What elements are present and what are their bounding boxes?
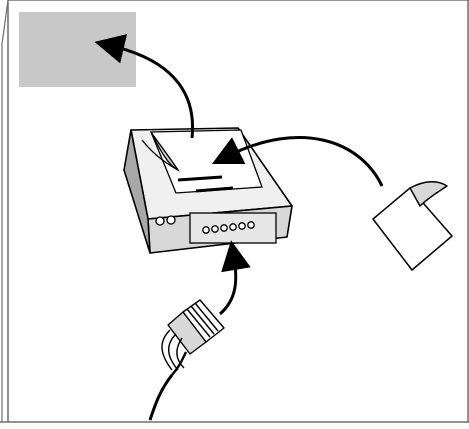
grey-panel bbox=[19, 12, 136, 87]
indicator-led bbox=[156, 217, 164, 225]
detached-label bbox=[373, 182, 452, 270]
indicator-led bbox=[167, 216, 175, 224]
connect-arrow bbox=[220, 258, 236, 314]
cable-connector bbox=[150, 300, 224, 420]
